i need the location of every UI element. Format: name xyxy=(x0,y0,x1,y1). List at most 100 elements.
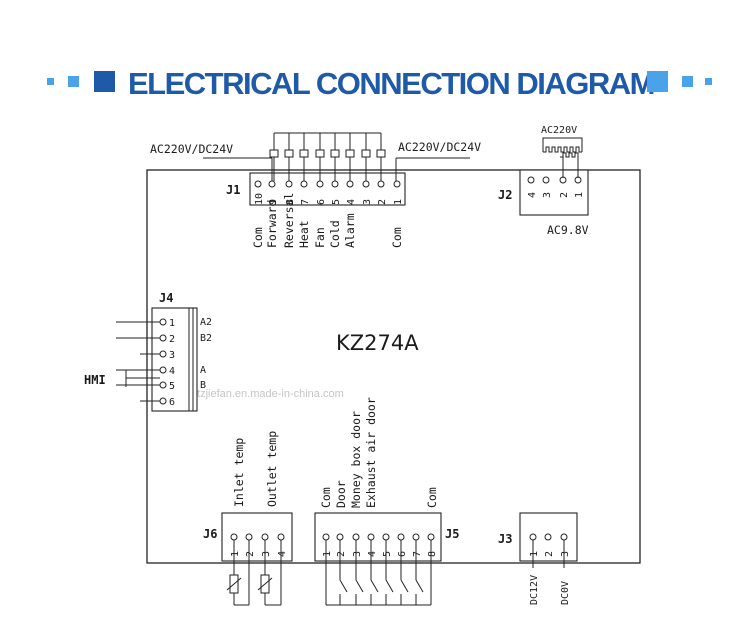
j5-pin-number: 7 xyxy=(412,551,423,557)
j1-pin-terminal xyxy=(331,180,339,188)
j4-pin-terminal xyxy=(159,334,167,342)
j6-signal-outlet-temp: Outlet temp xyxy=(265,431,279,507)
j1-pin-number: 9 xyxy=(268,199,279,205)
j3-pin-number: 3 xyxy=(560,551,571,557)
j4-pin-number: 2 xyxy=(169,334,175,345)
door-switch xyxy=(355,579,364,593)
j5-signal-label: Door xyxy=(334,480,348,508)
j4-pin-number: 6 xyxy=(169,397,175,408)
j3-pin-terminal xyxy=(529,533,537,541)
j2-output: AC9.8V xyxy=(547,223,589,237)
j1-label: J1 xyxy=(226,183,240,197)
door-switch xyxy=(400,579,409,593)
j1-pin-number: 5 xyxy=(331,199,342,205)
door-switch xyxy=(339,579,348,593)
j5-pin-number: 5 xyxy=(382,551,393,557)
j2-supply-top: AC220V xyxy=(541,125,577,136)
j2-transformer xyxy=(542,137,583,178)
j6-pin-number: 4 xyxy=(277,551,288,557)
page-title: ELECTRICAL CONNECTION DIAGRAM xyxy=(128,66,654,101)
j4-pin-terminal xyxy=(159,366,167,374)
j5-signal-label: Exhaust air door xyxy=(364,397,378,508)
j5-pin-number: 2 xyxy=(336,551,347,557)
j5-pin-number: 3 xyxy=(352,551,363,557)
thermistor-diagonal xyxy=(257,577,273,591)
j5-signal-label: Money box door xyxy=(349,411,363,508)
j6-pin-terminal xyxy=(261,533,269,541)
j1-relay-contact xyxy=(330,149,340,158)
header: ELECTRICAL CONNECTION DIAGRAM xyxy=(47,66,712,101)
j4-side-label: B2 xyxy=(200,333,212,344)
j4-pin-number: 1 xyxy=(169,318,175,329)
j4-pin-number: 4 xyxy=(169,366,175,377)
j5-pin-terminal xyxy=(427,533,435,541)
j2-label: J2 xyxy=(498,188,512,202)
j6-pin-number: 1 xyxy=(230,551,241,557)
j5-pin-number: 4 xyxy=(367,551,378,557)
thermistor-diagonal xyxy=(226,577,242,591)
j1-pin-number: 1 xyxy=(393,199,404,205)
j1-pin-number: 2 xyxy=(377,199,388,205)
j4-pin-number: 3 xyxy=(169,350,175,361)
j4-pin-terminal xyxy=(159,397,167,405)
j4-side-label: A2 xyxy=(200,317,212,328)
j3-signal-dc0v: DC0V xyxy=(560,581,571,605)
door-switch xyxy=(370,579,379,593)
j1-pin-number: 4 xyxy=(346,199,357,205)
j4-interface: HMI xyxy=(84,373,106,387)
j4-label: J4 xyxy=(159,291,173,305)
j5-pin-number: 6 xyxy=(397,551,408,557)
door-switch xyxy=(385,579,394,593)
j3-label: J3 xyxy=(498,532,512,546)
j1-pin-terminal xyxy=(285,180,293,188)
j2-pin-number: 3 xyxy=(542,192,553,198)
title-dot-right-1 xyxy=(682,76,693,87)
j4-pin-terminal xyxy=(159,381,167,389)
connector-j1: J1 AC220V/DC24V AC220V/DC24V 10Com9Forwa… xyxy=(150,132,481,248)
j1-relay-contact xyxy=(361,149,371,158)
j1-signal-label: Heat xyxy=(297,220,311,248)
j5-pin-terminal xyxy=(397,533,405,541)
j1-supply-left: AC220V/DC24V xyxy=(150,142,233,156)
title-dot-left-2 xyxy=(68,76,79,87)
j1-relay-contact xyxy=(315,149,325,158)
j5-pin-terminal xyxy=(382,533,390,541)
j5-pin-terminal xyxy=(412,533,420,541)
j5-label: J5 xyxy=(445,527,459,541)
j5-pin-terminal xyxy=(322,533,330,541)
j1-pin-terminal xyxy=(393,180,401,188)
j4-side-label: B xyxy=(200,380,206,391)
board-model: KZ274A xyxy=(336,331,419,355)
title-dot-right-2 xyxy=(705,78,712,85)
j5-signal-label: Com xyxy=(425,487,439,508)
j1-relay-contact xyxy=(345,149,355,158)
j6-pin-terminal xyxy=(277,533,285,541)
j5-pin-number: 1 xyxy=(322,551,333,557)
j1-pin-terminal xyxy=(268,180,276,188)
j6-pin-number: 2 xyxy=(245,551,256,557)
title-square-right xyxy=(647,71,668,92)
j1-pin-terminal xyxy=(377,180,385,188)
j2-pin-number: 2 xyxy=(559,192,570,198)
j6-label: J6 xyxy=(203,527,217,541)
j4-pin-terminal xyxy=(159,350,167,358)
j5-signal-label: Com xyxy=(319,487,333,508)
j1-pin-terminal xyxy=(300,180,308,188)
j3-pin-terminal xyxy=(560,533,568,541)
j3-pin-number: 1 xyxy=(529,551,540,557)
j4-pin-number: 5 xyxy=(169,381,175,392)
j1-pin-terminal xyxy=(362,180,370,188)
j1-relay-contact xyxy=(299,149,309,158)
j2-pin-terminal xyxy=(542,176,550,184)
board-outline xyxy=(146,169,641,564)
title-square-left xyxy=(94,71,115,92)
j5-housing xyxy=(314,512,442,562)
title-dot-left-1 xyxy=(47,78,54,85)
j5-pin-terminal xyxy=(352,533,360,541)
j1-relay-contact xyxy=(269,149,279,158)
